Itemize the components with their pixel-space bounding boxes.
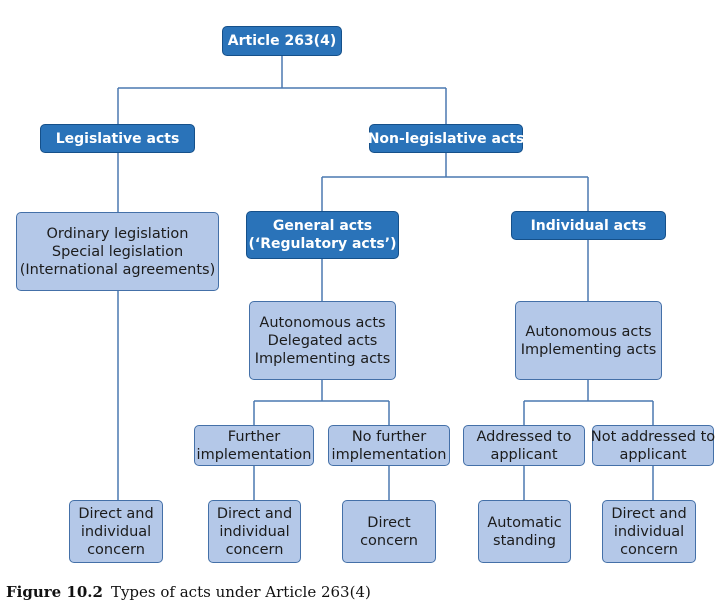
not-addressed-concern-line-2: individual xyxy=(613,523,685,540)
automatic-standing-line-1: Automatic xyxy=(487,514,562,531)
not-addressed-concern-line-1: Direct and xyxy=(611,505,687,522)
general-acts-box: General acts (‘Regulatory acts’) xyxy=(246,211,399,259)
figure-caption: Figure 10.2 Types of acts under Article 2… xyxy=(6,583,371,601)
legislative-concern-line-3: concern xyxy=(87,541,145,558)
further-implementation-line-2: implementation xyxy=(196,446,312,463)
further-concern-line-2: individual xyxy=(219,523,290,540)
automatic-standing-box: Automatic standing xyxy=(478,500,571,563)
figure-caption-text: Types of acts under Article 263(4) xyxy=(110,583,371,601)
article-263-4-box: Article 263(4) xyxy=(222,26,342,56)
automatic-standing-line-2: standing xyxy=(493,532,556,549)
not-addressed-to-applicant-box: Not addressed to applicant xyxy=(590,425,716,466)
not-addressed-concern-line-3: concern xyxy=(620,541,678,558)
no-further-concern-line-2: concern xyxy=(360,532,418,549)
individual-type-implementing: Implementing acts xyxy=(520,341,657,358)
legislative-acts-label: Legislative acts xyxy=(55,130,180,147)
not-addressed-to-applicant-line-2: applicant xyxy=(619,446,687,463)
further-implementation-box: Further implementation xyxy=(194,425,314,466)
legislative-type-special: Special legislation xyxy=(51,243,184,260)
legislative-type-international: (International agreements) xyxy=(19,261,216,278)
article-263-4-label: Article 263(4) xyxy=(227,33,337,49)
legislative-acts-box: Legislative acts xyxy=(40,124,195,153)
no-further-implementation-line-2: implementation xyxy=(331,446,447,463)
legislative-type-ordinary: Ordinary legislation xyxy=(46,225,189,242)
not-addressed-concern-box: Direct and individual concern xyxy=(602,500,696,563)
no-further-concern-line-1: Direct xyxy=(367,514,411,531)
legislative-concern-line-2: individual xyxy=(80,523,152,540)
individual-type-autonomous: Autonomous acts xyxy=(525,323,652,340)
general-type-implementing: Implementing acts xyxy=(254,350,391,367)
further-concern-line-1: Direct and xyxy=(216,505,293,522)
legislative-types-box: Ordinary legislation Special legislation… xyxy=(16,212,219,291)
individual-acts-label: Individual acts xyxy=(530,217,647,234)
further-implementation-concern-box: Direct and individual concern xyxy=(208,500,301,563)
no-further-implementation-line-1: No further xyxy=(351,428,427,445)
general-acts-label: General acts xyxy=(272,218,373,234)
individual-act-types-box: Autonomous acts Implementing acts xyxy=(515,301,662,380)
not-addressed-to-applicant-line-1: Not addressed to xyxy=(590,428,716,445)
non-legislative-acts-label: Non-legislative acts xyxy=(367,130,525,147)
general-type-delegated: Delegated acts xyxy=(267,332,378,349)
no-further-implementation-concern-box: Direct concern xyxy=(342,500,436,563)
addressed-to-applicant-line-1: Addressed to xyxy=(476,428,572,445)
no-further-implementation-box: No further implementation xyxy=(328,425,450,466)
legislative-concern-line-1: Direct and xyxy=(78,505,154,522)
further-concern-line-3: concern xyxy=(225,541,284,558)
regulatory-acts-label: (‘Regulatory acts’) xyxy=(248,236,397,252)
addressed-to-applicant-line-2: applicant xyxy=(490,446,558,463)
figure-caption-label: Figure 10.2 xyxy=(6,583,103,601)
addressed-to-applicant-box: Addressed to applicant xyxy=(463,425,585,466)
general-act-types-box: Autonomous acts Delegated acts Implement… xyxy=(249,301,396,380)
legislative-concern-box: Direct and individual concern xyxy=(69,500,163,563)
non-legislative-acts-box: Non-legislative acts xyxy=(367,124,525,153)
general-type-autonomous: Autonomous acts xyxy=(259,314,386,331)
further-implementation-line-1: Further xyxy=(227,428,281,445)
individual-acts-box: Individual acts xyxy=(511,211,666,240)
